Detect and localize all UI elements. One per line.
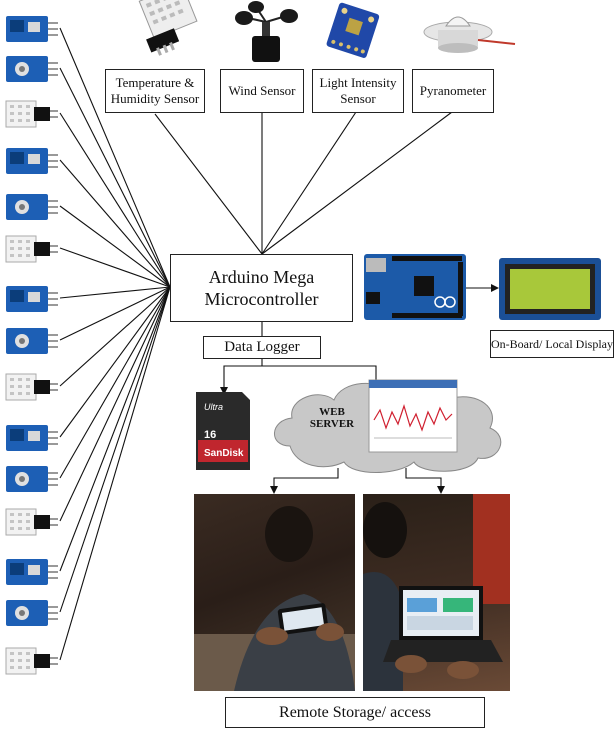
temp-humidity-sensor-box: Temperature & Humidity Sensor: [105, 69, 205, 113]
local-display-box: On-Board/ Local Display: [490, 330, 614, 358]
blue-sensor-module: [6, 600, 58, 626]
light-sensor-box: Light Intensity Sensor: [312, 69, 404, 113]
pyranometer-label: Pyranometer: [419, 82, 487, 98]
blue-sensor-module: [6, 56, 58, 82]
dht-sensor-module: [5, 100, 58, 128]
blue-sensor-module: [6, 286, 58, 312]
remote-storage-box: Remote Storage/ access: [225, 697, 485, 728]
light-sensor-label: Light Intensity Sensor: [319, 74, 397, 106]
temp-humidity-sensor-label: Temperature & Humidity Sensor: [110, 74, 200, 106]
local-display-label: On-Board/ Local Display: [491, 336, 613, 351]
blue-sensor-module: [6, 16, 58, 42]
blue-sensor-module: [6, 559, 58, 585]
blue-sensor-module: [6, 425, 58, 451]
arduino-mcu-box: Arduino Mega Microcontroller: [170, 254, 353, 322]
blue-sensor-module: [6, 148, 58, 174]
blue-sensor-module: [6, 194, 58, 220]
web-server-label: WEB SERVER: [309, 406, 355, 430]
data-logger-box: Data Logger: [203, 336, 321, 359]
laptop-access-photo: [363, 494, 510, 691]
dht-sensor-module: [5, 373, 58, 401]
blue-sensor-module: [6, 328, 58, 354]
arduino-mcu-label: Arduino Mega Microcontroller: [204, 266, 319, 310]
dht-sensor-module: [5, 508, 58, 536]
phone-access-photo: [194, 494, 355, 691]
pyranometer-box: Pyranometer: [412, 69, 494, 113]
remote-storage-label: Remote Storage/ access: [279, 703, 431, 721]
wind-sensor-label: Wind Sensor: [228, 82, 296, 98]
blue-sensor-module: [6, 466, 58, 492]
dht-sensor-module: [5, 647, 58, 675]
dht-sensor-module: [5, 235, 58, 263]
data-logger-label: Data Logger: [224, 339, 300, 356]
wind-sensor-box: Wind Sensor: [220, 69, 304, 113]
